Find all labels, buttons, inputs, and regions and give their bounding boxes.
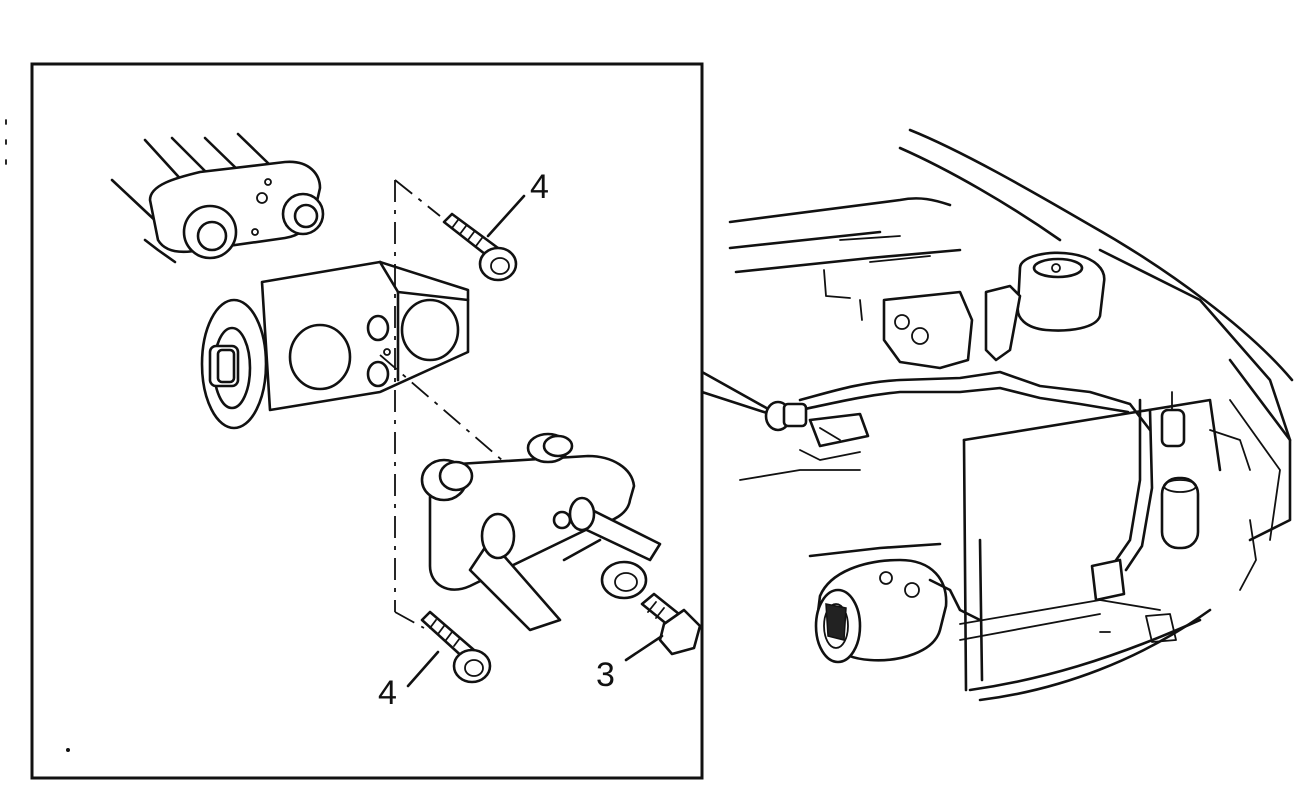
engine-compartment-icon [728, 128, 1294, 702]
expansion-valve-icon [200, 260, 470, 430]
bolt-top-icon [442, 212, 518, 282]
leader-bolt-top [486, 194, 526, 238]
line-fitting-icon [420, 432, 662, 632]
alignment-lines [379, 179, 561, 629]
edge-marks [5, 119, 70, 752]
leader-bolt-bottom [406, 650, 440, 688]
evaporator-fitting-icon [110, 132, 325, 264]
nut-icon [640, 592, 702, 656]
detail-inset-frame [30, 62, 704, 780]
callout-bolt-bottom: 4 [378, 674, 397, 712]
bolt-bottom-icon [420, 610, 492, 684]
callout-nut: 3 [596, 656, 615, 694]
detail-pointer [700, 370, 772, 416]
callout-bolt-top: 4 [530, 168, 549, 206]
leader-nut [624, 634, 664, 662]
